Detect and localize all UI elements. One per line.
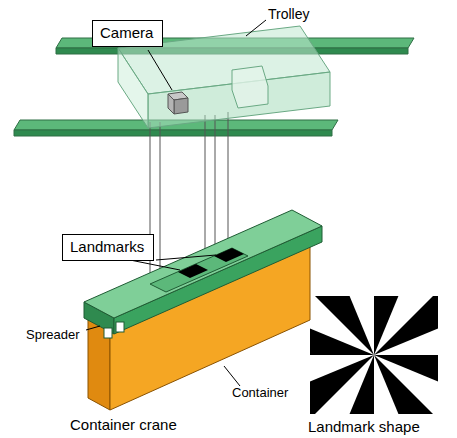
part-label: Trolley	[268, 6, 310, 22]
callout-box: Camera	[92, 20, 163, 47]
camera	[168, 92, 188, 114]
leader-lines	[86, 20, 266, 386]
figure-caption: Landmark shape	[308, 418, 420, 435]
star-wedge	[374, 355, 438, 414]
star-wedge	[374, 296, 438, 355]
star-wedge	[310, 355, 374, 414]
star-wedge	[310, 296, 374, 355]
spreader	[84, 210, 322, 338]
figure-caption: Container crane	[70, 416, 177, 433]
part-label: Container	[232, 386, 288, 401]
landmark-shape-figure	[310, 296, 438, 414]
part-label: Spreader	[26, 328, 79, 343]
callout-text: Camera	[100, 24, 155, 42]
landmark-plates	[178, 248, 244, 278]
callout-box: Landmarks	[62, 234, 154, 261]
callout-text: Landmarks	[70, 238, 146, 256]
